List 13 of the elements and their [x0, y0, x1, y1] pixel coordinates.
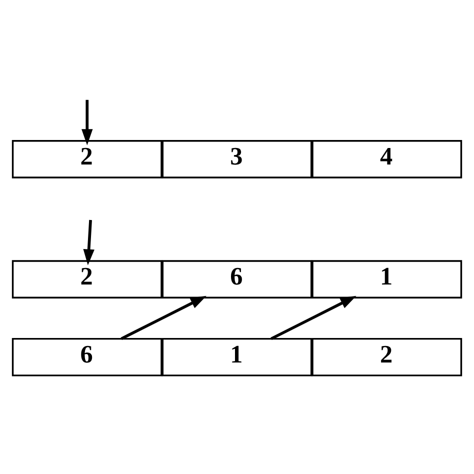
- node-box: 3: [162, 140, 312, 178]
- node-box: 2: [312, 338, 462, 376]
- node-box: 1: [312, 260, 462, 298]
- node-box: 6: [12, 338, 162, 376]
- node-box: 4: [312, 140, 462, 178]
- node-box: 6: [162, 260, 312, 298]
- node-box: 1: [162, 338, 312, 376]
- arrow: [270, 296, 356, 340]
- arrow: [120, 296, 206, 340]
- node-box: 2: [12, 140, 162, 178]
- arrow: [82, 100, 93, 146]
- node-box: 2: [12, 260, 162, 298]
- arrow: [83, 220, 94, 266]
